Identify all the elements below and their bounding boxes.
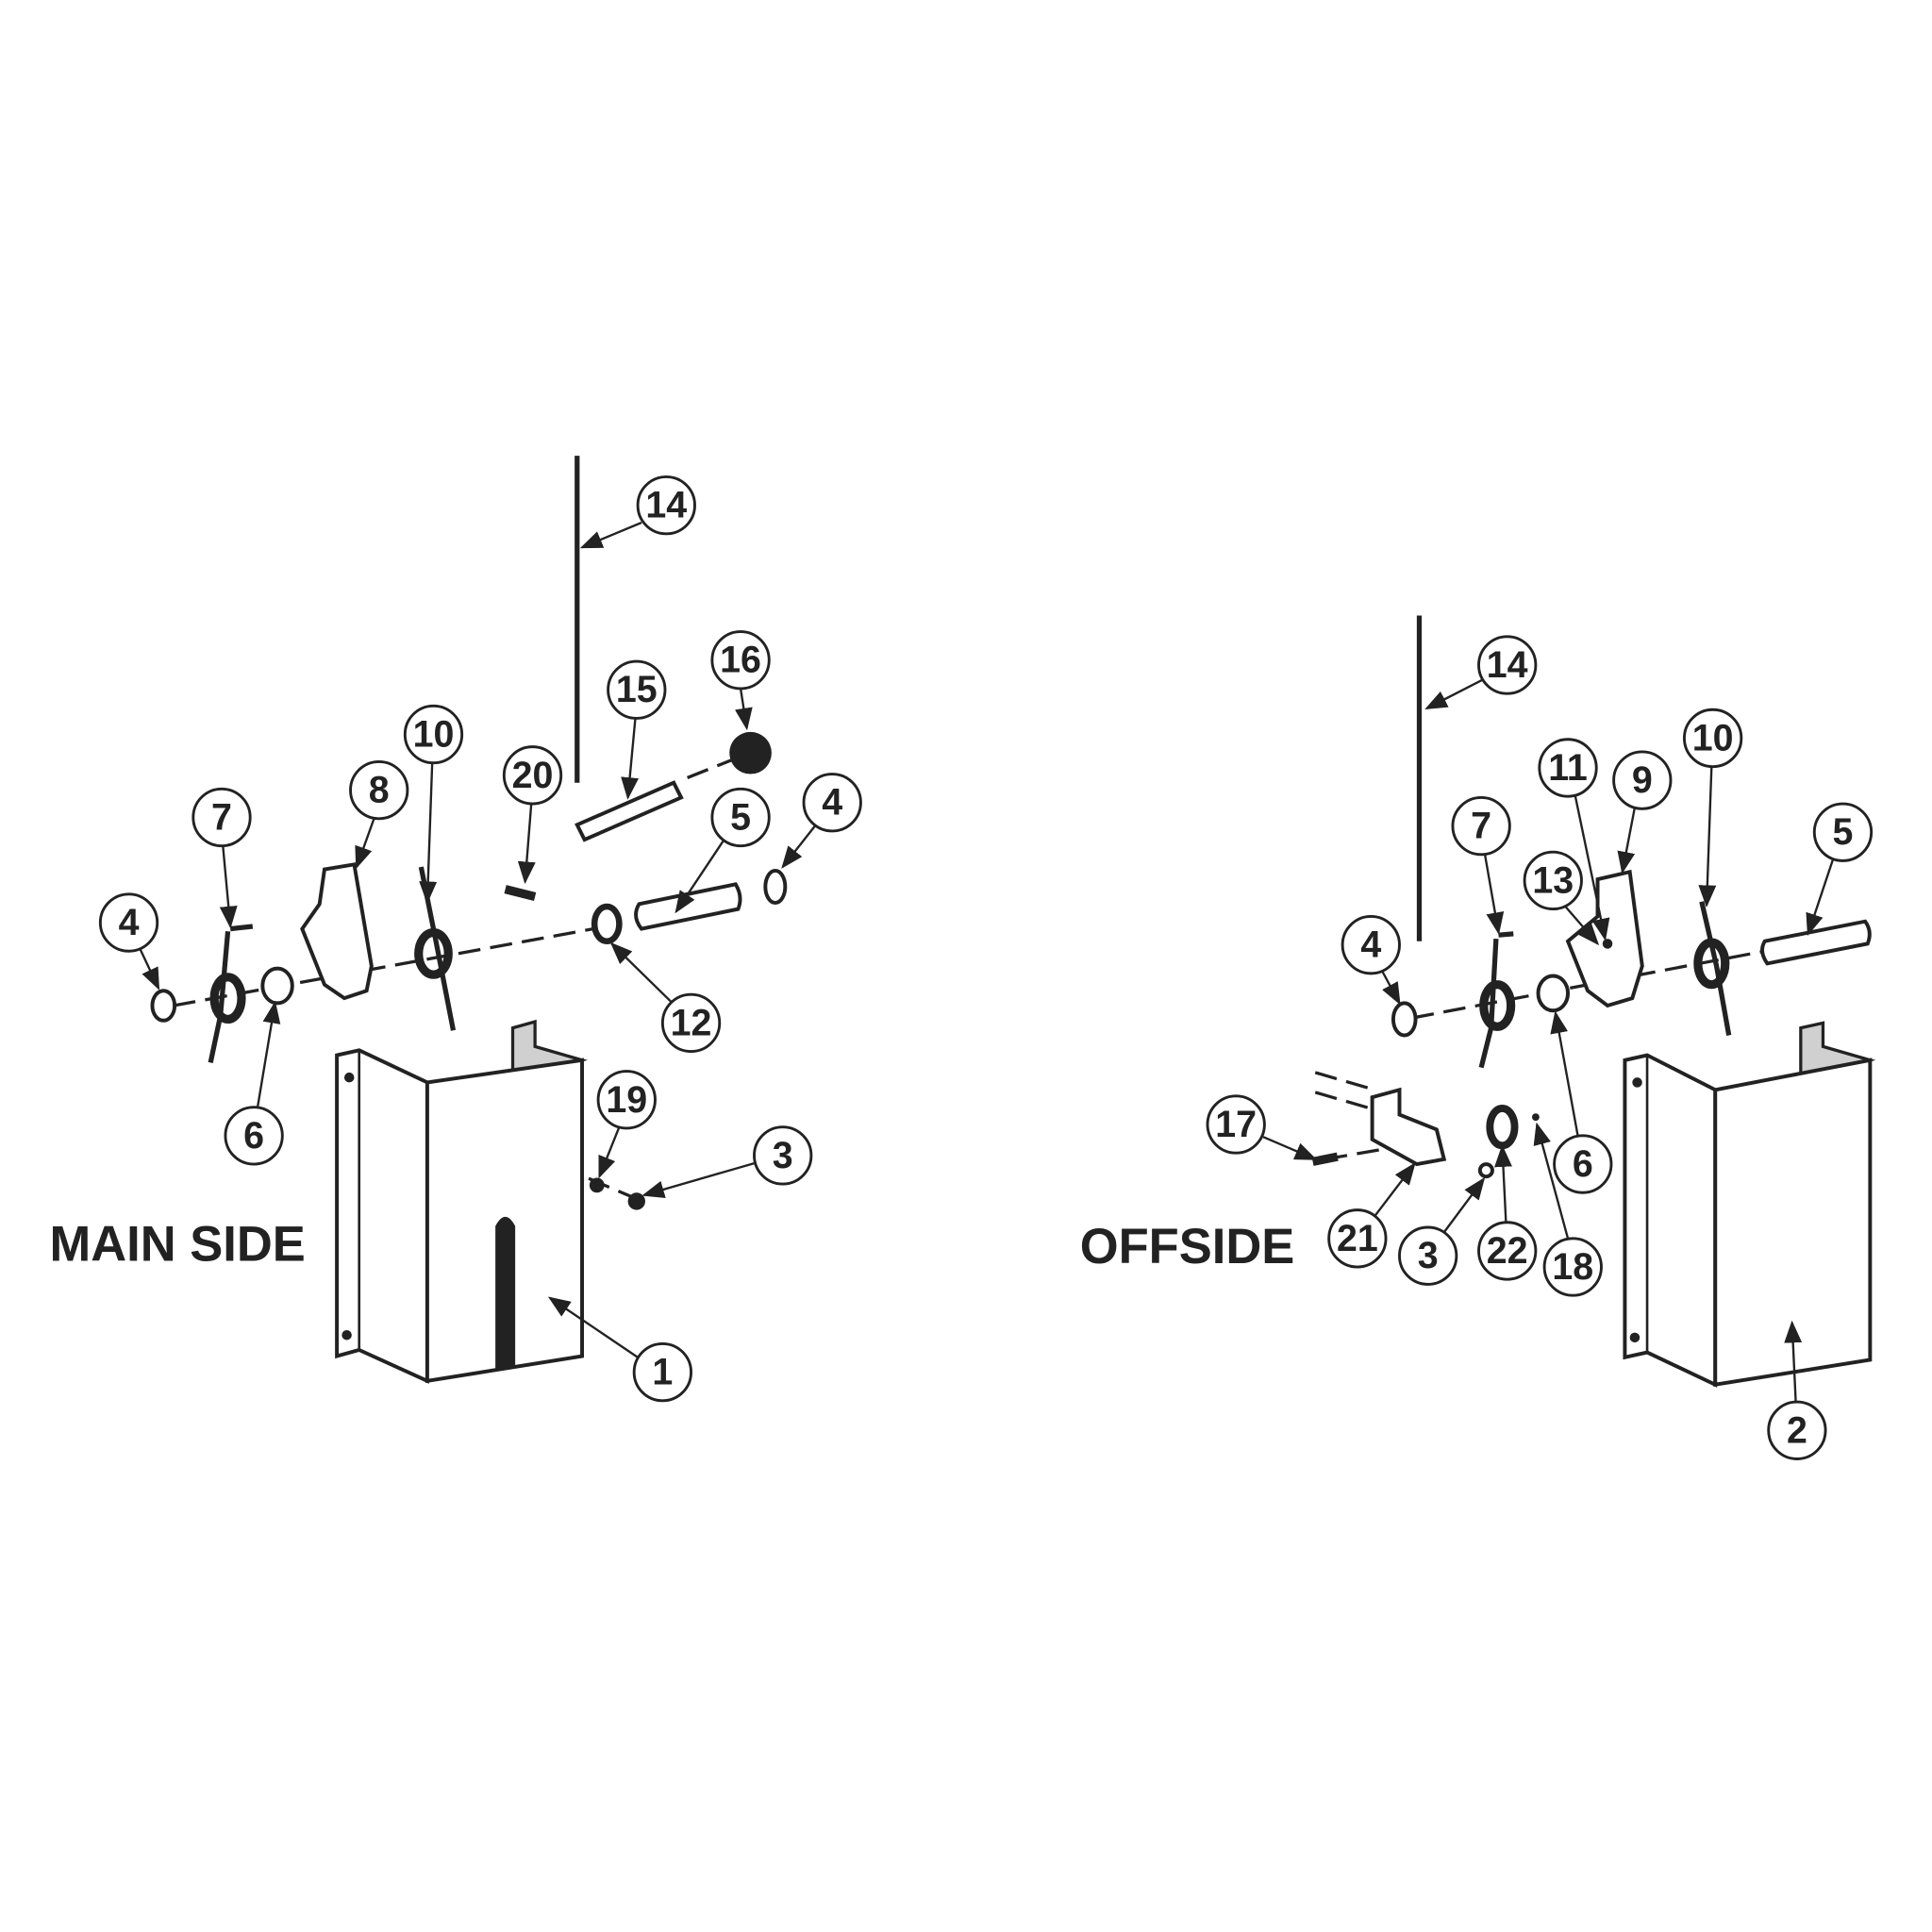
housing-1: [335, 1019, 588, 1384]
svg-text:14: 14: [1487, 644, 1528, 686]
svg-text:5: 5: [730, 796, 751, 838]
callout-off-21: 21: [1327, 1162, 1416, 1269]
screw-3: [1477, 1162, 1494, 1179]
callout-main-3: 3: [641, 1125, 813, 1199]
callout-main-14: 14: [579, 475, 696, 549]
svg-text:10: 10: [1692, 717, 1734, 758]
callout-off-17: 17: [1206, 1094, 1318, 1160]
screw-17: [1311, 1152, 1339, 1166]
callout-main-7: 7: [192, 787, 252, 929]
svg-text:15: 15: [616, 669, 658, 710]
callout-main-16: 16: [710, 630, 771, 731]
bushing-6: [1536, 974, 1570, 1013]
assembly-axis: [173, 924, 608, 1008]
svg-text:5: 5: [1833, 811, 1854, 853]
retaining-ring-left: [150, 989, 177, 1023]
washer-12: [591, 903, 623, 945]
callout-off-9: 9: [1612, 750, 1673, 874]
screw-3: [627, 1192, 645, 1210]
nut-19: [589, 1177, 605, 1193]
svg-text:6: 6: [243, 1115, 264, 1157]
svg-text:4: 4: [1360, 924, 1381, 966]
svg-text:22: 22: [1487, 1230, 1528, 1272]
spring-7: [1479, 980, 1516, 1031]
svg-text:12: 12: [671, 1002, 712, 1043]
offside-assembly: OFFSIDE: [1080, 615, 1876, 1460]
retaining-ring: [1391, 1001, 1418, 1038]
svg-text:9: 9: [1632, 759, 1653, 801]
ball: [729, 731, 772, 774]
callout-main-10: 10: [403, 704, 464, 905]
callout-off-10: 10: [1682, 708, 1743, 908]
offside-title: OFFSIDE: [1080, 1219, 1295, 1274]
callout-off-3: 3: [1398, 1176, 1486, 1286]
spring-10: [414, 927, 453, 979]
svg-text:7: 7: [1471, 806, 1491, 847]
svg-text:20: 20: [512, 755, 554, 796]
svg-text:4: 4: [119, 902, 140, 943]
spring-7: [209, 973, 246, 1024]
svg-text:19: 19: [606, 1079, 647, 1121]
main-side-assembly: MAIN SIDE: [50, 456, 862, 1403]
callout-main-6: 6: [224, 1001, 284, 1166]
bracket-21: [1370, 1087, 1447, 1167]
svg-text:17: 17: [1215, 1104, 1257, 1145]
lever-8: [300, 862, 374, 1001]
callout-off-13: 13: [1523, 850, 1600, 946]
svg-text:10: 10: [413, 714, 455, 756]
spring-10: [1693, 938, 1730, 990]
callout-off-11: 11: [1538, 738, 1610, 941]
callout-main-15: 15: [607, 659, 667, 800]
housing-2: [1623, 1021, 1876, 1388]
housing-slot: [495, 1216, 516, 1369]
callout-main-8: 8: [349, 759, 409, 870]
pin-15: [575, 780, 684, 842]
callout-off-4: 4: [1341, 915, 1401, 1006]
callout-off-6: 6: [1550, 1010, 1613, 1194]
svg-text:21: 21: [1337, 1218, 1378, 1259]
svg-text:3: 3: [1418, 1235, 1439, 1276]
svg-text:11: 11: [1548, 747, 1588, 789]
roller-22: [1486, 1105, 1519, 1150]
part-13: [1602, 939, 1613, 949]
callout-main-5: 5: [675, 787, 771, 914]
svg-text:14: 14: [645, 485, 687, 526]
svg-text:2: 2: [1787, 1409, 1807, 1451]
svg-text:13: 13: [1532, 859, 1574, 901]
svg-text:3: 3: [773, 1135, 793, 1176]
svg-text:7: 7: [211, 796, 232, 838]
callout-main-12: 12: [609, 941, 722, 1054]
callout-off-22: 22: [1477, 1144, 1538, 1281]
retaining-ring-right: [763, 868, 788, 906]
callout-main-20: 20: [502, 745, 563, 885]
bushing-6: [260, 966, 294, 1006]
callout-off-2: 2: [1767, 1320, 1827, 1460]
callout-main-1: 1: [547, 1296, 692, 1403]
ball-axis: [687, 756, 738, 779]
spring-10-arm: [1699, 901, 1732, 1036]
callout-off-7: 7: [1451, 796, 1511, 935]
svg-text:8: 8: [369, 770, 390, 811]
main-side-title: MAIN SIDE: [50, 1216, 306, 1272]
bolt-20: [504, 885, 537, 901]
callout-off-5: 5: [1806, 802, 1874, 937]
pin-5: [1760, 919, 1872, 966]
svg-text:1: 1: [652, 1352, 673, 1393]
svg-text:18: 18: [1552, 1246, 1593, 1288]
pin-5: [634, 882, 742, 931]
svg-text:6: 6: [1573, 1143, 1593, 1185]
callout-main-19: 19: [596, 1070, 657, 1179]
callout-main-4-right: 4: [781, 773, 862, 869]
svg-text:4: 4: [822, 782, 842, 824]
callout-main-4-left: 4: [98, 892, 160, 991]
callout-off-14: 14: [1424, 635, 1538, 710]
callout-off-18: 18: [1533, 1122, 1603, 1297]
pin-18: [1531, 1113, 1540, 1122]
svg-text:16: 16: [720, 640, 761, 681]
